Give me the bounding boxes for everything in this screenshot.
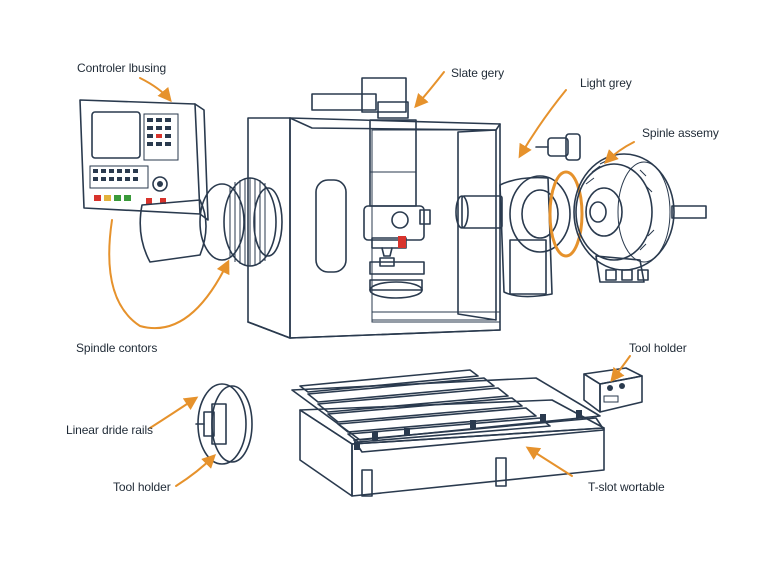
spindle-assembly	[573, 153, 707, 283]
controller-keyboard	[89, 165, 149, 189]
keypad-keys	[147, 118, 171, 146]
controller-keypad	[143, 113, 179, 161]
label-light-grey: Light grey	[580, 76, 632, 90]
label-controller-housing: Controler lbusing	[77, 61, 167, 75]
z-axis-head	[311, 77, 431, 299]
spindle-coupling	[535, 133, 581, 161]
label-spindle-controls: Spindle contors	[76, 341, 158, 355]
tool-holder-left-part	[195, 383, 253, 465]
spindle-head	[363, 205, 425, 241]
controller-screen	[91, 111, 141, 159]
label-tool-holder-right: Tool holder	[629, 341, 687, 355]
tool-holder-right-part	[583, 367, 643, 413]
table-rails	[299, 369, 551, 443]
label-slate-grey: Slate gery	[451, 66, 505, 80]
spindle-motor-left	[139, 177, 283, 267]
label-tslot-worktable: T-slot wortable	[588, 480, 665, 494]
feed-dial	[152, 176, 168, 192]
control-buttons	[94, 195, 166, 204]
label-spindle-assembly: Spinle assemy	[642, 126, 719, 140]
main-frame	[247, 117, 501, 339]
tslot-worktable	[291, 369, 605, 497]
callout-arrows	[108, 71, 635, 487]
controller-housing	[79, 99, 209, 221]
label-tool-holder-left: Tool holder	[113, 480, 171, 494]
rail-clamps	[354, 410, 582, 450]
label-linear-guide-rails: Linear dride rails	[66, 423, 153, 437]
spindle-housing-mid	[455, 170, 584, 298]
frame-window	[315, 179, 347, 273]
